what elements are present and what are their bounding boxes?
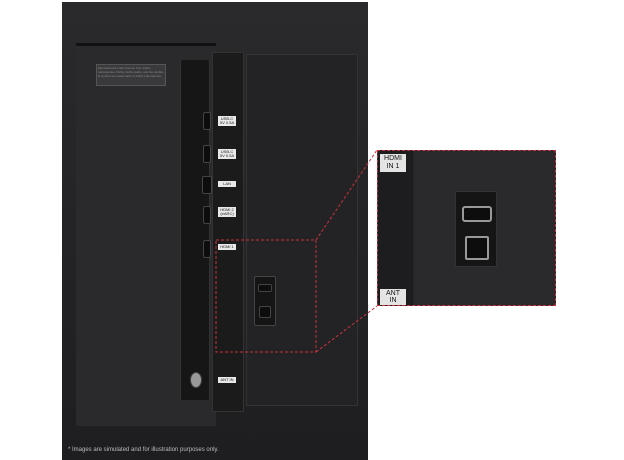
usb-port-2 [203,145,211,163]
inset-label-ant: ANT IN [380,289,406,305]
optical-icon [259,306,271,318]
optical-port-icon [465,236,489,260]
zoom-inset: HDMI IN 1 ANT IN [377,150,556,306]
hdmi2-port [203,206,211,224]
rear-cover [246,54,358,406]
label-lan: LAN [218,181,236,187]
inset-label-hdmi: HDMI IN 1 [380,154,406,172]
label-hdmi1: HDMI 1 [218,244,236,250]
hdmi1-port [203,240,211,258]
label-ant: ANT IN [218,377,236,383]
dolby-sticker: Manufactured under license from Dolby La… [96,64,166,86]
inset-port-block [455,191,497,267]
lan-port [202,176,212,194]
antenna-port [190,372,202,388]
disclaimer: * Images are simulated and for illustrat… [68,447,219,453]
label-hdmi2: HDMI 2 (eARC) [218,207,236,217]
label-usb-1: USB-C 5V 0.5A [218,116,236,126]
hdmi-icon [258,284,272,292]
hdmi-port-icon [462,206,492,222]
usb-port-1 [203,112,211,130]
label-usb-2: USB-C 5V 0.5A [218,149,236,159]
